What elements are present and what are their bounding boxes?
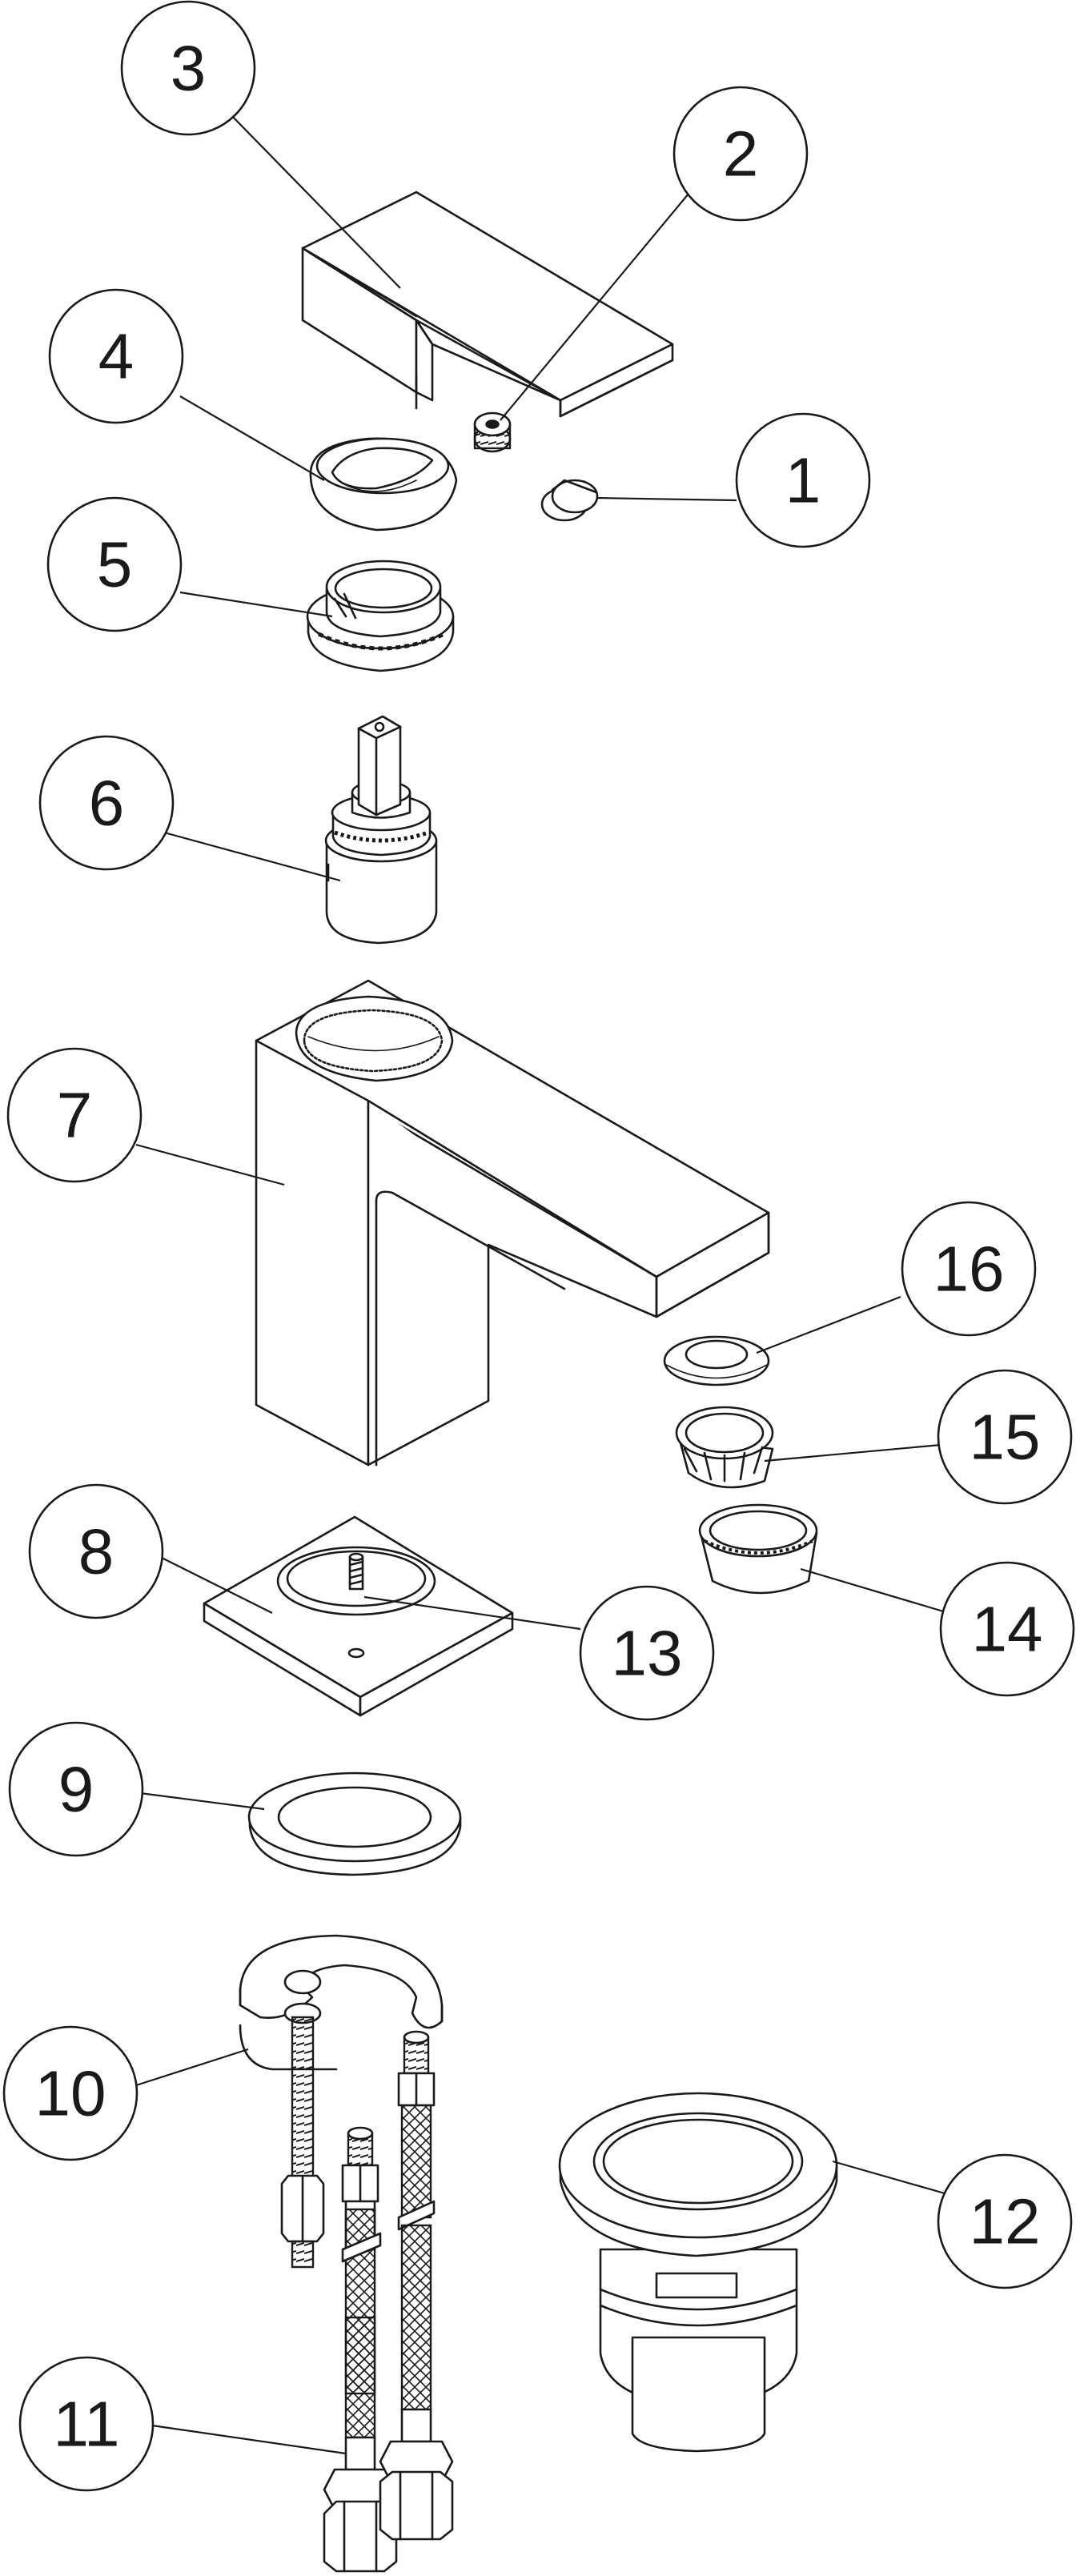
- callout-3: 3: [120, 0, 256, 136]
- callout-11: 11: [18, 2356, 155, 2492]
- leader-11: [151, 2424, 347, 2455]
- part-grub-screw: [473, 411, 512, 453]
- part-lever-handle: [301, 191, 674, 418]
- callout-number: 3: [171, 33, 207, 104]
- callout-8: 8: [28, 1483, 164, 1619]
- callout-1: 1: [735, 412, 871, 548]
- callout-number: 12: [970, 2186, 1041, 2257]
- callout-number: 1: [785, 445, 821, 516]
- leader-2: [500, 183, 697, 421]
- callout-13: 13: [579, 1585, 715, 1721]
- callout-number: 14: [972, 1594, 1043, 1665]
- callout-7: 7: [6, 1047, 143, 1183]
- callout-9: 9: [8, 1721, 144, 1857]
- leader-15: [764, 1443, 941, 1463]
- callout-12: 12: [937, 2153, 1073, 2289]
- leader-6: [163, 831, 341, 882]
- part-cartridge: [324, 715, 438, 945]
- part-retaining-nut: [306, 560, 455, 672]
- part-flexible-hoses: [323, 2030, 454, 2573]
- leader-12: [832, 2160, 945, 2195]
- callout-number: 9: [58, 1754, 94, 1825]
- part-cap: [540, 479, 599, 522]
- callout-15: 15: [937, 1369, 1073, 1505]
- callout-2: 2: [672, 86, 809, 222]
- leader-5: [179, 591, 333, 618]
- callout-10: 10: [2, 2025, 139, 2161]
- leader-13: [363, 1595, 581, 1631]
- part-fixing-bracket: [239, 1934, 444, 2269]
- callout-number: 10: [35, 2058, 106, 2129]
- leader-4: [179, 395, 325, 481]
- part-click-clack-waste: [558, 2092, 838, 2453]
- part-base-plate: [203, 1515, 514, 1717]
- callout-number: 11: [53, 2389, 119, 2460]
- callout-number: 15: [970, 1402, 1041, 1473]
- leader-3: [227, 111, 401, 289]
- part-tap-body: [255, 979, 770, 1467]
- callout-number: 8: [78, 1516, 114, 1587]
- leader-14: [800, 1567, 950, 1615]
- callout-number: 16: [933, 1234, 1005, 1305]
- callout-number: 7: [57, 1080, 93, 1151]
- leader-9: [139, 1792, 265, 1811]
- callout-number: 2: [723, 118, 759, 190]
- part-aerator-insert: [675, 1406, 774, 1489]
- callout-number: 6: [89, 768, 125, 839]
- callout-16: 16: [901, 1201, 1037, 1337]
- callout-number: 13: [612, 1618, 683, 1689]
- part-base-gasket: [247, 1772, 462, 1876]
- callout-number: 5: [97, 529, 133, 600]
- leader-16: [756, 1295, 901, 1354]
- part-aerator-washer: [663, 1335, 770, 1386]
- callout-6: 6: [38, 735, 175, 871]
- callout-4: 4: [48, 288, 184, 424]
- leader-8: [159, 1556, 273, 1614]
- leader-1: [596, 496, 737, 502]
- part-aerator-housing: [698, 1503, 818, 1595]
- leader-10: [135, 2048, 249, 2087]
- part-shroud: [309, 437, 458, 532]
- callout-number: 4: [98, 321, 134, 392]
- callout-5: 5: [46, 496, 183, 632]
- leader-7: [135, 1143, 285, 1186]
- leader-lines: [135, 111, 950, 2455]
- callout-14: 14: [939, 1561, 1075, 1697]
